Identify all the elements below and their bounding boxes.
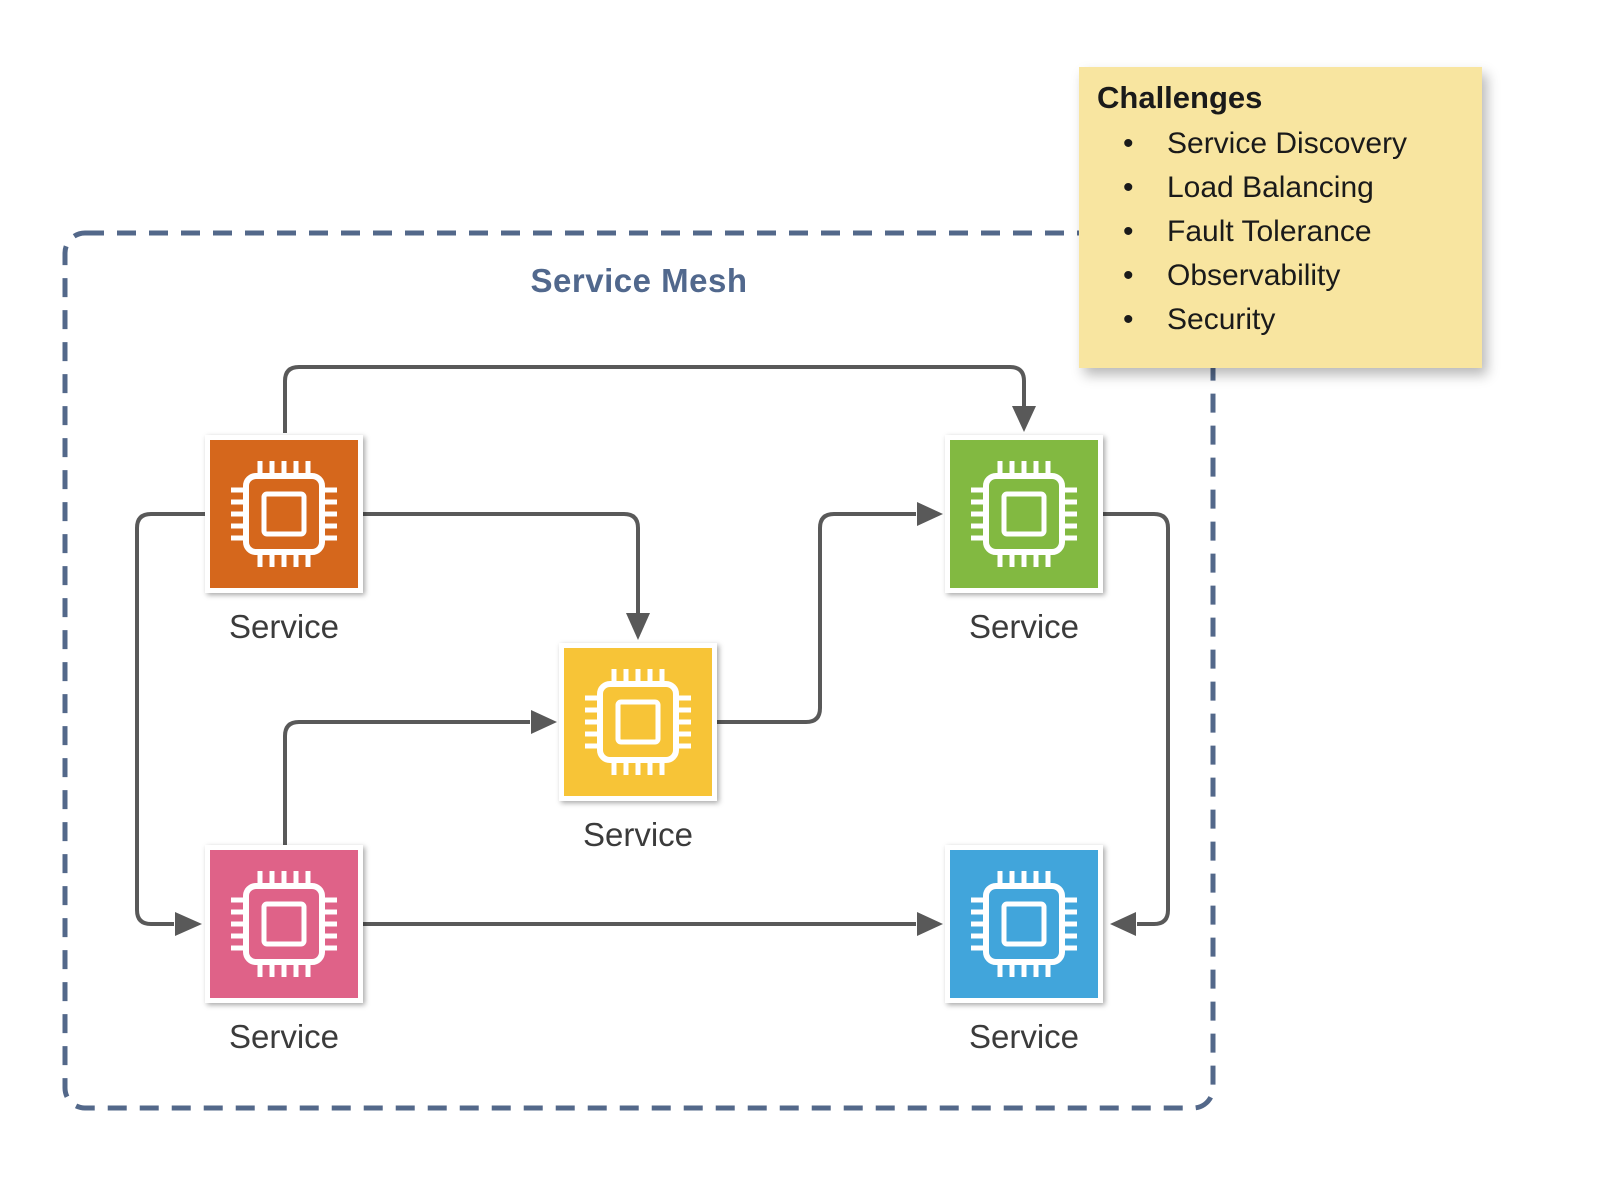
connector-lines: [135, 365, 1170, 926]
arrowhead-into-blue-left: [917, 912, 943, 936]
chip-icon: [210, 440, 358, 588]
connector-green-to-blue: [1103, 512, 1170, 926]
connector-yellow-to-green: [717, 512, 916, 724]
arrowhead-into-yellow-top: [626, 613, 650, 640]
challenges-item: Security: [1119, 298, 1472, 342]
connector-orange-to-green: [283, 365, 1026, 433]
service-mesh-title: Service Mesh: [530, 262, 748, 299]
arrowhead-into-pink-left: [175, 912, 202, 936]
challenges-item: Fault Tolerance: [1119, 210, 1472, 254]
service-node-orange: [205, 435, 363, 593]
challenges-note: Challenges Service Discovery Load Balanc…: [1079, 67, 1482, 368]
challenges-item: Load Balancing: [1119, 166, 1472, 210]
chip-icon: [950, 850, 1098, 998]
connector-orange-to-pink: [135, 512, 205, 926]
challenges-list: Service Discovery Load Balancing Fault T…: [1119, 122, 1472, 342]
challenges-note-title: Challenges: [1097, 80, 1263, 115]
arrowhead-into-yellow-left: [531, 710, 557, 734]
chip-icon: [210, 850, 358, 998]
challenges-item: Service Discovery: [1119, 122, 1472, 166]
service-node-blue: [945, 845, 1103, 1003]
arrowhead-into-green-left: [917, 502, 943, 526]
arrowhead-into-blue-right: [1110, 912, 1136, 936]
service-node-yellow: [559, 643, 717, 801]
service-label-green: Service: [968, 608, 1080, 645]
service-mesh-boundary: [62, 230, 1216, 1111]
service-label-blue: Service: [968, 1018, 1080, 1055]
arrowheads: [175, 406, 1136, 936]
arrowhead-into-green-top: [1012, 406, 1036, 432]
connector-pink-to-yellow: [283, 720, 530, 845]
service-label-orange: Service: [228, 608, 340, 645]
connector-orange-to-yellow: [363, 512, 640, 614]
service-node-green: [945, 435, 1103, 593]
service-label-pink: Service: [228, 1018, 340, 1055]
service-node-pink: [205, 845, 363, 1003]
service-label-yellow: Service: [582, 816, 694, 853]
challenges-item: Observability: [1119, 254, 1472, 298]
chip-icon: [950, 440, 1098, 588]
chip-icon: [564, 648, 712, 796]
